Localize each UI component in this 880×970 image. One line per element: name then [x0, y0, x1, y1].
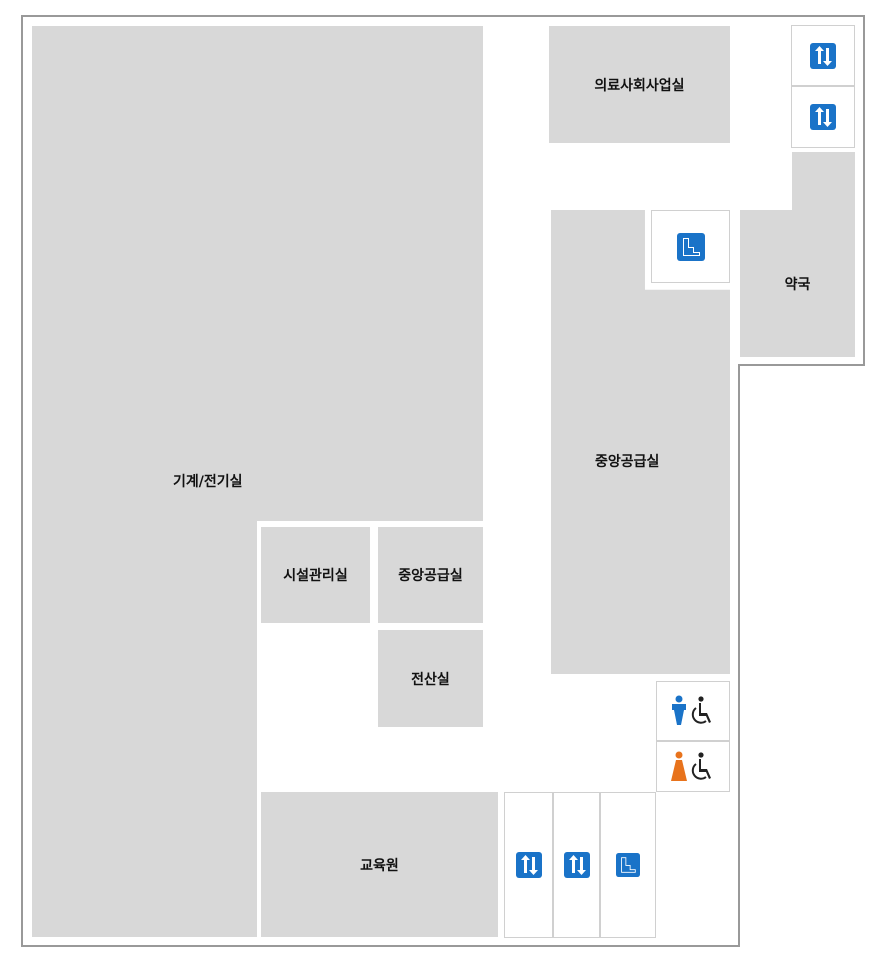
room-mechanical-electrical-right — [257, 26, 483, 521]
room-label-mechanical: 기계/전기실 — [173, 474, 243, 490]
accessible-female-restroom-icon — [671, 751, 711, 781]
elevator-icon — [810, 104, 836, 130]
room-label-medical-social: 의료사회사업실 — [594, 77, 685, 94]
room-computer[interactable]: 전산실 — [378, 630, 483, 727]
elevator-icon — [515, 852, 542, 878]
room-label-education: 교육원 — [360, 857, 399, 874]
stairs-cell-bottom[interactable] — [600, 792, 656, 938]
room-mechanical-electrical-left — [32, 26, 257, 937]
elevator-cell-bottom-2[interactable] — [553, 792, 600, 938]
elevator-cell-bottom-1[interactable] — [504, 792, 553, 938]
room-facility-management[interactable]: 시설관리실 — [261, 527, 370, 623]
room-label-facility: 시설관리실 — [283, 568, 348, 584]
room-label-central-supply-small: 중앙공급실 — [398, 568, 463, 584]
room-pharmacy[interactable]: 약국 — [740, 210, 855, 357]
restroom-cell-male[interactable] — [656, 681, 730, 741]
restroom-cell-female[interactable] — [656, 741, 730, 792]
room-label-central-supply-main: 중앙공급실 — [595, 454, 660, 470]
stairs-icon — [676, 232, 705, 261]
room-pharmacy-upper — [792, 152, 855, 210]
accessible-male-restroom-icon — [672, 695, 711, 725]
stairs-icon — [616, 853, 640, 877]
stairs-cell-middle[interactable] — [651, 210, 730, 283]
elevator-cell-top-2[interactable] — [791, 86, 855, 148]
room-central-supply-small[interactable]: 중앙공급실 — [378, 527, 483, 623]
elevator-cell-top-1[interactable] — [791, 25, 855, 86]
elevator-icon — [810, 42, 836, 69]
room-label-computer: 전산실 — [411, 671, 450, 688]
room-medical-social-work[interactable]: 의료사회사업실 — [549, 26, 730, 143]
elevator-icon — [563, 852, 590, 878]
room-education-center[interactable]: 교육원 — [261, 792, 498, 937]
room-label-pharmacy: 약국 — [784, 276, 811, 293]
